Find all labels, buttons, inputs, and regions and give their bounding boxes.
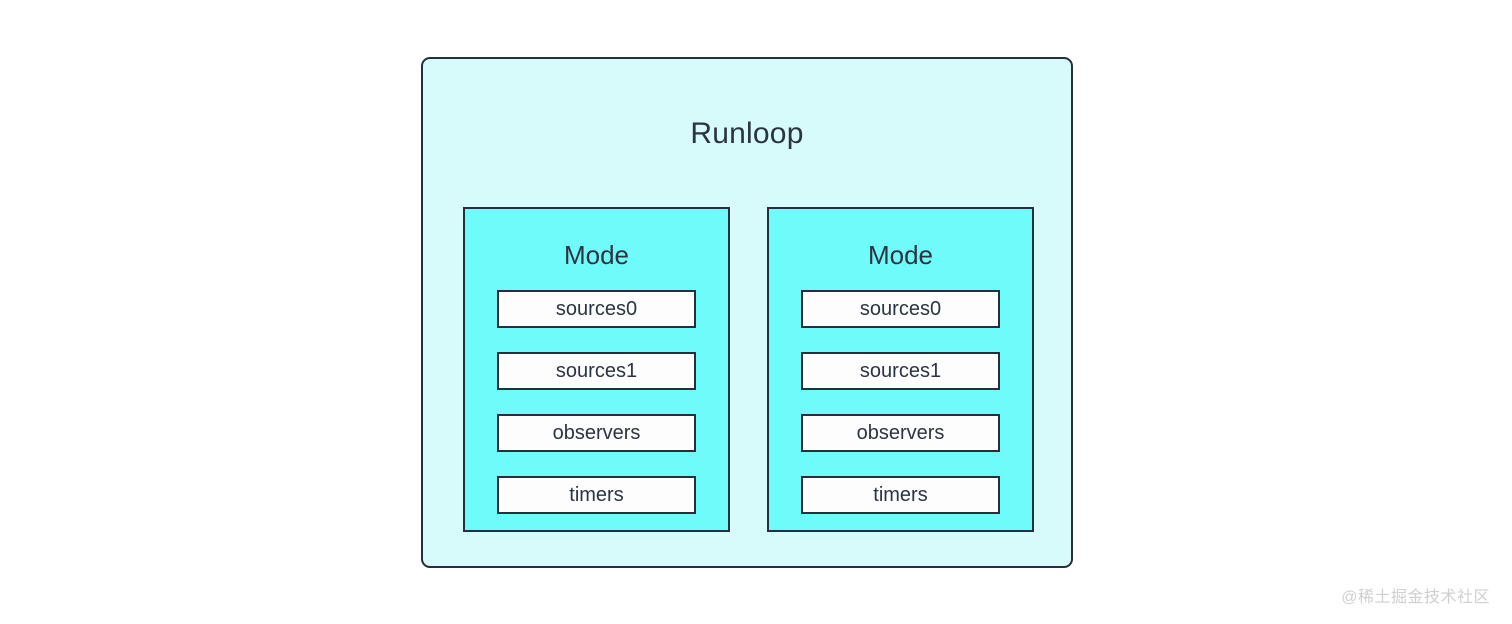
- modes-row: Mode sources0 sources1 observers timers …: [463, 207, 1034, 532]
- mode-box-1: Mode sources0 sources1 observers timers: [463, 207, 730, 532]
- watermark: @稀土掘金技术社区: [1341, 589, 1490, 606]
- mode-title: Mode: [563, 240, 630, 270]
- runloop-container: Runloop Mode sources0 sources1 observers…: [421, 57, 1073, 568]
- mode-item-observers: observers: [497, 414, 696, 452]
- mode-item-sources0: sources0: [801, 290, 1000, 328]
- mode-item-observers: observers: [801, 414, 1000, 452]
- mode-box-2: Mode sources0 sources1 observers timers: [767, 207, 1034, 532]
- mode-item-timers: timers: [497, 476, 696, 514]
- mode-item-list: sources0 sources1 observers timers: [801, 290, 1000, 514]
- mode-item-sources0: sources0: [497, 290, 696, 328]
- mode-item-timers: timers: [801, 476, 1000, 514]
- mode-item-sources1: sources1: [801, 352, 1000, 390]
- mode-item-list: sources0 sources1 observers timers: [497, 290, 696, 514]
- runloop-title: Runloop: [690, 117, 804, 150]
- mode-title: Mode: [867, 240, 934, 270]
- mode-item-sources1: sources1: [497, 352, 696, 390]
